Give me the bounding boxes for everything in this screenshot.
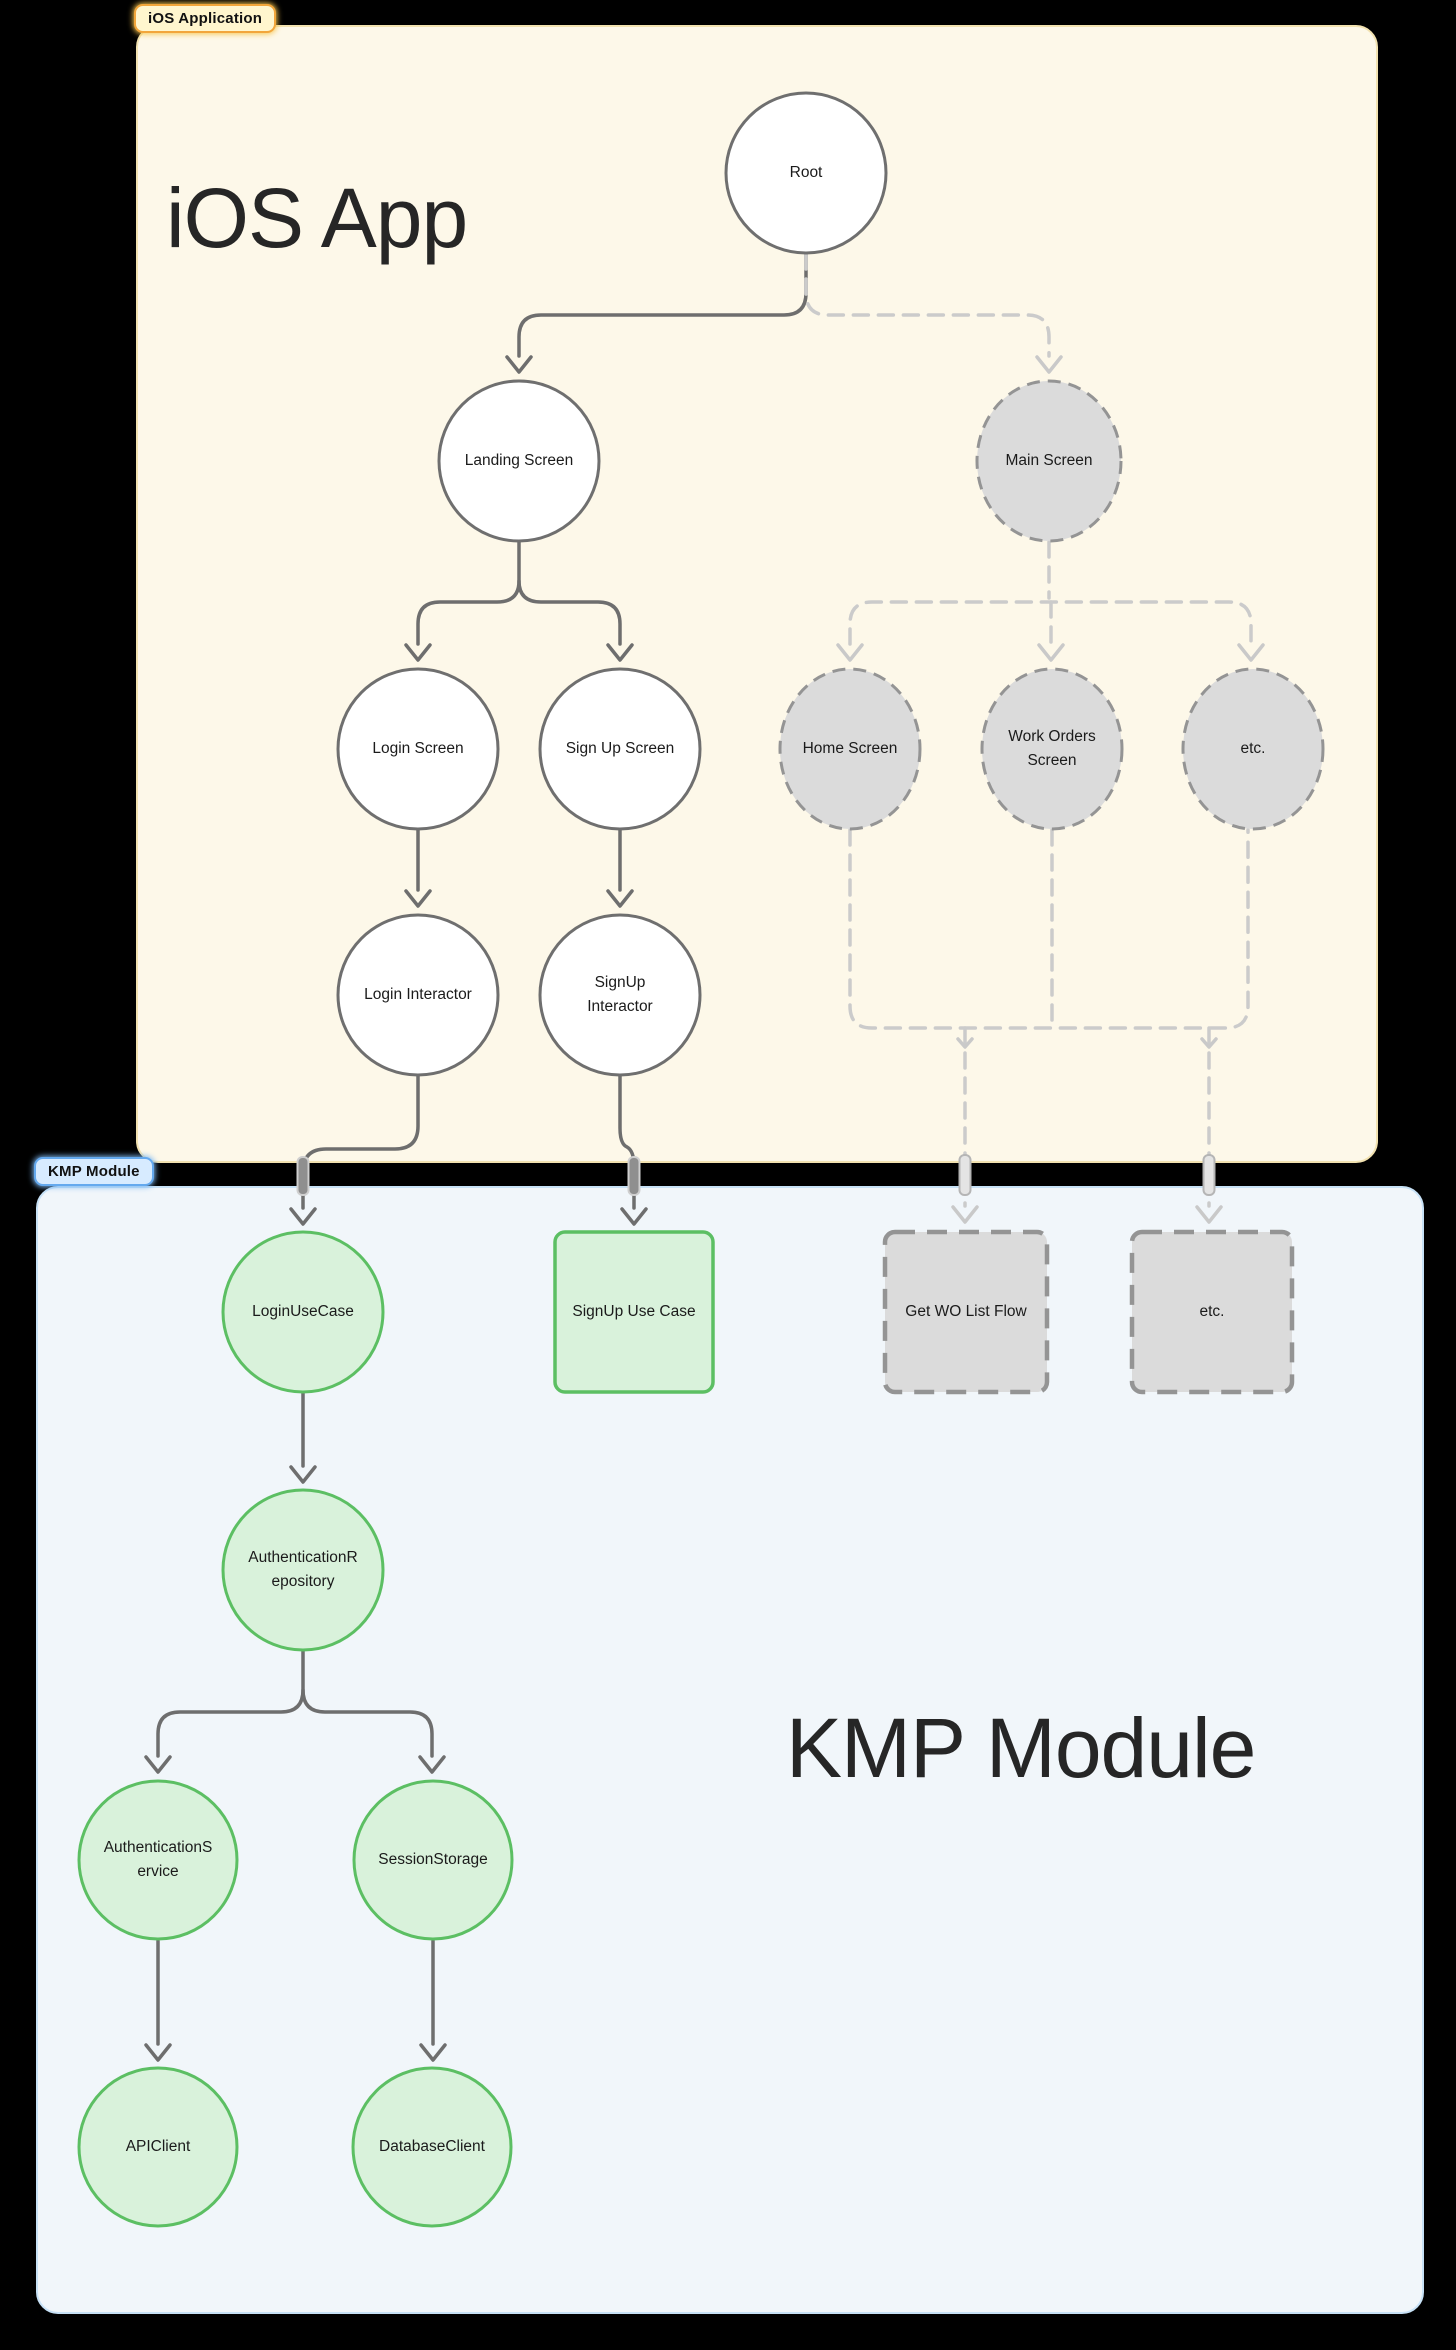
edge-authentication-repository-to-authentication-service bbox=[156, 1649, 305, 1758]
authentication-service-node bbox=[77, 1779, 239, 1941]
etc-screen-node bbox=[1181, 667, 1325, 831]
main-screen-node bbox=[975, 379, 1123, 543]
login-screen-node bbox=[336, 667, 500, 831]
arrowheads bbox=[144, 355, 1265, 2062]
port-etc-flow bbox=[1202, 1154, 1216, 1196]
edge-landing-to-login bbox=[416, 540, 521, 646]
ios-app-title: iOS App bbox=[166, 171, 468, 265]
port-markers bbox=[296, 1154, 1216, 1196]
session-storage-node bbox=[352, 1779, 514, 1941]
landing-screen-node bbox=[437, 379, 601, 543]
home-screen-node bbox=[778, 667, 922, 831]
signup-interactor-node bbox=[538, 913, 702, 1077]
port-login-use-case bbox=[296, 1156, 310, 1196]
edge-screens-merge-bar bbox=[848, 828, 1250, 1030]
database-client-node bbox=[351, 2066, 513, 2228]
node-shapes bbox=[77, 91, 1325, 2228]
kmp-module-badge: KMP Module bbox=[34, 1157, 154, 1186]
root-node bbox=[724, 91, 888, 255]
edge-login-interactor-to-login-use-case bbox=[301, 1074, 420, 1210]
signup-use-case-node bbox=[553, 1230, 715, 1394]
edge-root-to-landing bbox=[517, 252, 808, 358]
authentication-repository-node bbox=[221, 1488, 385, 1652]
get-wo-list-flow-node bbox=[882, 1229, 1050, 1395]
edge-root-to-main bbox=[804, 252, 1051, 358]
etc-flow-node bbox=[1129, 1229, 1295, 1395]
login-use-case-node bbox=[221, 1230, 385, 1394]
port-signup-use-case bbox=[627, 1156, 641, 1196]
login-interactor-node bbox=[336, 913, 500, 1077]
api-client-node bbox=[77, 2066, 239, 2228]
kmp-module-title: KMP Module bbox=[786, 1701, 1256, 1795]
port-get-wo-list-flow bbox=[958, 1154, 972, 1196]
ios-application-badge: iOS Application bbox=[134, 4, 277, 33]
edge-landing-to-signup bbox=[517, 579, 622, 646]
edge-authentication-repository-to-session-storage bbox=[301, 1688, 434, 1758]
work-orders-screen-node bbox=[980, 667, 1124, 831]
signup-screen-node bbox=[538, 667, 702, 831]
